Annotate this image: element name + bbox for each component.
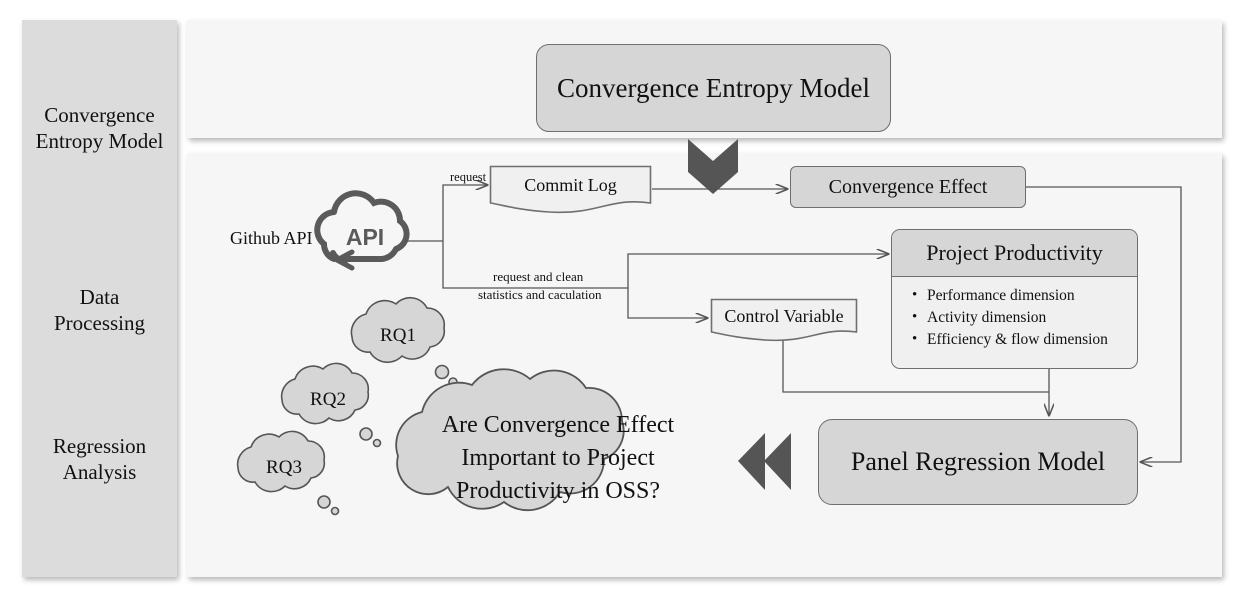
edge-branch-outputs [627,254,888,318]
document-shape-icon [710,298,858,342]
sidebar-label-line1: Regression [52,434,147,458]
double-chevron-down-icon [688,139,738,194]
project-productivity-bullets: Performance dimension Activity dimension… [892,277,1137,351]
project-productivity-title: Project Productivity [892,230,1137,277]
sidebar-label-line1: Convergence [44,103,155,127]
cloud-research-question [395,368,625,512]
list-item: Efficiency & flow dimension [912,328,1137,351]
node-label: Convergence Effect [828,175,988,198]
node-label: Control Variable [724,305,844,326]
cloud-label-research-question: Are Convergence Effect Important to Proj… [413,409,703,508]
cloud-label-rq3: RQ3 [266,457,302,478]
sidebar-item-regression-analysis: Regression Analysis [22,433,177,485]
cloud-label-rq2: RQ2 [310,389,346,410]
list-item: Activity dimension [912,306,1137,329]
question-line2: Important to Project [461,445,655,471]
api-cloud-icon [314,190,410,271]
node-label: Panel Regression Model [850,447,1106,476]
edge-label-request: request [450,170,487,184]
cloud-rq2 [280,362,382,448]
edge-control-variable-to-panel-regression [782,338,1049,415]
sidebar-label-line2: Processing [54,311,145,335]
api-icon-text: API [345,224,385,250]
node-commit-log[interactable]: Commit Log [489,165,652,214]
edge-api-branch [404,185,628,289]
cloud-rq3 [236,430,340,516]
edge-label-statistics-and-caculation: statistics and caculation [478,287,602,302]
node-label: Commit Log [524,174,617,195]
edge-convergence-effect-to-panel-regression [1026,186,1182,462]
cloud-rq1 [350,296,458,387]
sidebar-item-data-processing: Data Processing [22,284,177,336]
stage-sidebar: Convergence Entropy Model Data Processin… [22,20,177,577]
sidebar-label-line1: Data [79,285,120,309]
sidebar-label-line2: Entropy Model [35,129,164,153]
node-control-variable[interactable]: Control Variable [710,298,858,342]
node-panel-regression-model[interactable]: Panel Regression Model [818,419,1138,505]
sidebar-label-line2: Analysis [62,460,137,484]
node-convergence-effect[interactable]: Convergence Effect [790,166,1026,208]
node-label: Convergence Entropy Model [557,72,870,103]
node-convergence-entropy-model[interactable]: Convergence Entropy Model [536,44,891,132]
question-line1: Are Convergence Effect [441,412,675,438]
node-project-productivity[interactable]: Project Productivity Performance dimensi… [891,229,1138,369]
sidebar-item-convergence-entropy-model: Convergence Entropy Model [22,102,177,154]
cloud-label-rq1: RQ1 [380,325,416,346]
question-line3: Productivity in OSS? [455,478,660,504]
document-shape-icon [489,165,652,214]
edge-label-request-and-clean: request and clean [493,269,584,284]
double-chevron-left-icon [738,433,791,490]
label-github-api: Github API [230,228,313,248]
list-item: Performance dimension [912,284,1137,307]
